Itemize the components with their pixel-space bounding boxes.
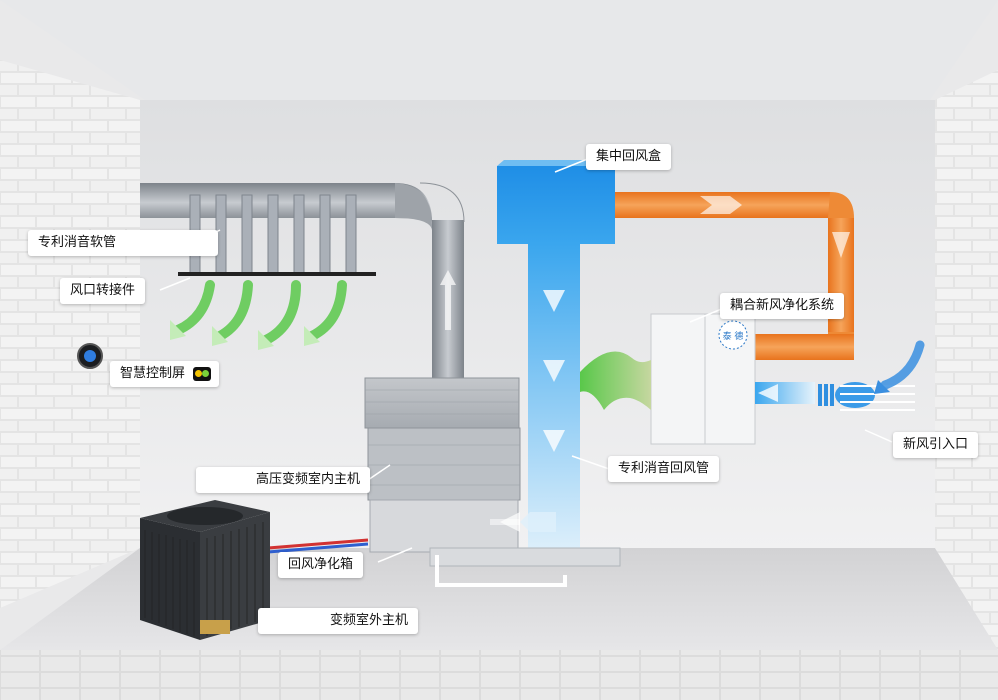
purifier-connector <box>580 351 651 410</box>
label-patent-muffler-return-duct: 专利消音回风管 <box>608 456 720 482</box>
fresh-air-duct <box>615 192 854 360</box>
ceiling <box>0 0 998 100</box>
refrigerant-pipe-red <box>267 538 369 550</box>
supply-duct <box>140 182 465 380</box>
outlet-adapter-bar <box>178 272 376 276</box>
label-air-outlet-adapter: 风口转接件 <box>60 278 146 304</box>
brand-logo: 泰 德 <box>723 330 744 342</box>
label-inverter-outdoor-unit: 变频室外主机 <box>258 608 418 634</box>
label-central-return-box: 集中回风盒 <box>586 144 672 170</box>
right-brick-wall <box>935 70 998 650</box>
indicator-lights-icon <box>193 366 212 381</box>
label-return-air-purify-box: 回风净化箱 <box>278 552 364 578</box>
floor-tiles <box>0 650 998 700</box>
fresh-air-intake <box>755 340 925 411</box>
fresh-air-purifier-unit: 泰 德 <box>650 313 756 445</box>
label-hp-inverter-indoor-unit: 高压变频室内主机 <box>196 467 370 493</box>
return-duct-arrows <box>543 290 565 452</box>
left-brick-wall <box>0 60 140 608</box>
label-fresh-air-intake: 新风引入口 <box>893 432 979 458</box>
refrigerant-pipe-blue <box>267 542 369 554</box>
label-coupled-fresh-air-system: 耦合新风净化系统 <box>720 293 845 319</box>
thermostat-icon <box>84 350 96 362</box>
indoor-unit <box>364 377 621 587</box>
label-patent-muffler-hose: 专利消音软管 <box>28 230 218 256</box>
outdoor-unit <box>140 500 270 640</box>
label-smart-control-screen: 智慧控制屏 <box>110 361 220 387</box>
smart-control-screen-device[interactable] <box>77 343 103 369</box>
supply-air-arrows <box>170 280 347 350</box>
label-smart-control-screen-text: 智慧控制屏 <box>120 366 186 381</box>
central-return-box <box>497 166 615 244</box>
